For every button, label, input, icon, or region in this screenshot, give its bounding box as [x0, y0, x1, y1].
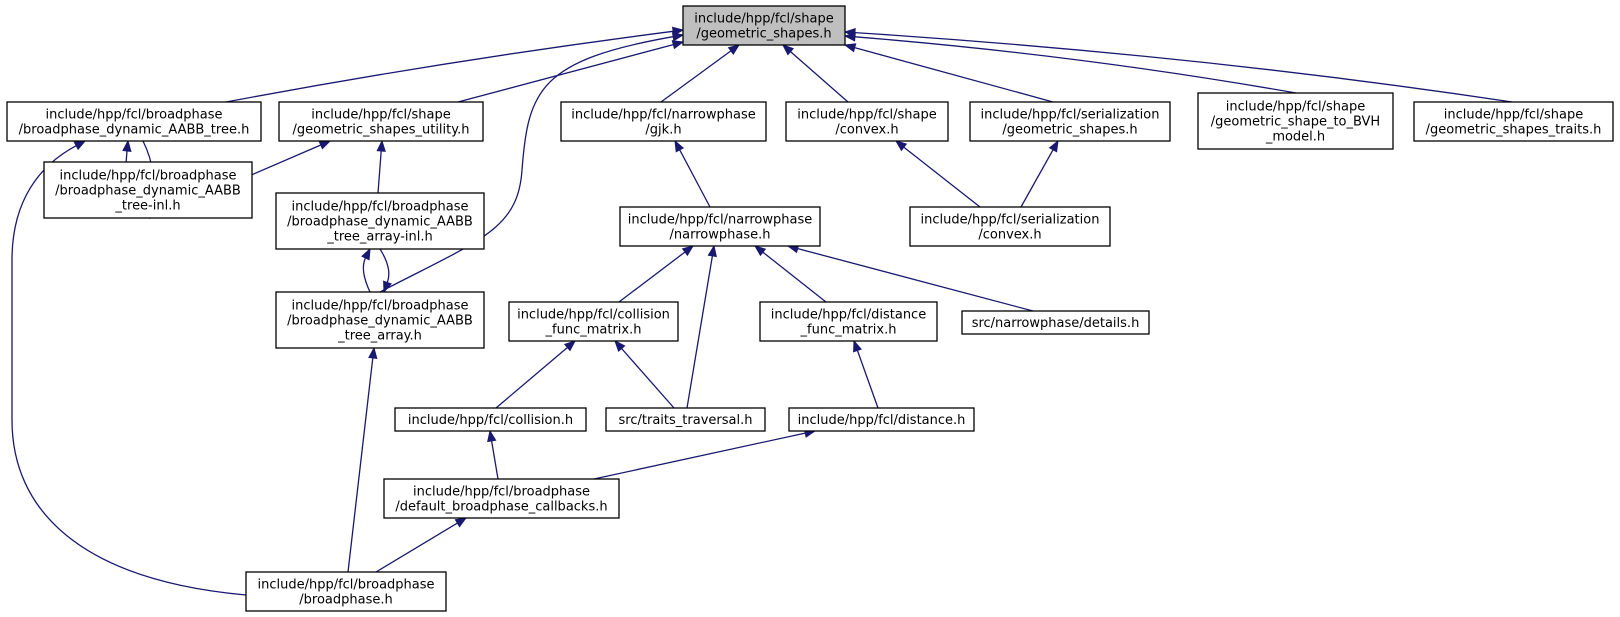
edge-bp_dyn_aabb_tree_array_inl-to-bp_dyn_aabb_tree_array	[379, 248, 392, 294]
node-label-line: _tree_array.h	[337, 329, 422, 344]
edge-default_bp_callbacks-to-distance	[593, 428, 817, 480]
edge-ser_convex-to-ser_geometric_shapes	[1020, 139, 1059, 208]
edges-layer	[11, 26, 1513, 596]
node-default_bp_callbacks[interactable]: include/hpp/fcl/broadphase/default_broad…	[383, 478, 620, 519]
node-distance[interactable]: include/hpp/fcl/distance.h	[788, 407, 975, 432]
node-bp_dyn_aabb_tree[interactable]: include/hpp/fcl/broadphase/broadphase_dy…	[6, 101, 262, 142]
node-label-line: _tree-inl.h	[114, 199, 180, 214]
node-label-line: /gjk.h	[645, 123, 681, 138]
node-label-line: /broadphase.h	[299, 593, 392, 608]
edge-traits_traversal-to-narrowphase	[686, 244, 717, 409]
edge-shapes_traits-to-geometric_shapes	[843, 27, 1513, 103]
node-label-line: include/hpp/fcl/distance.h	[798, 413, 966, 428]
node-label-line: /geometric_shape_to_BVH	[1211, 115, 1380, 130]
node-label-line: include/hpp/fcl/shape	[1444, 108, 1584, 123]
node-ser_geometric_shapes[interactable]: include/hpp/fcl/serialization/geometric_…	[969, 101, 1171, 142]
node-label-line: /default_broadphase_callbacks.h	[395, 500, 607, 515]
edge-ser_geometric_shapes-to-geometric_shapes	[843, 43, 1054, 103]
node-label-line: /broadphase_dynamic_AABB_tree.h	[19, 123, 250, 138]
edge-distance-to-distance_func_matrix	[853, 339, 879, 409]
node-label-line: include/hpp/fcl/shape	[797, 108, 937, 123]
node-ser_convex[interactable]: include/hpp/fcl/serialization/convex.h	[909, 206, 1111, 247]
node-label-line: include/hpp/fcl/shape	[311, 108, 451, 123]
edge-collision-to-collision_func_matrix	[495, 340, 577, 409]
node-label-line: include/hpp/fcl/shape	[694, 12, 834, 27]
node-label-line: include/hpp/fcl/broadphase	[291, 299, 468, 314]
edge-collision_func_matrix-to-narrowphase	[618, 245, 695, 303]
node-label-line: include/hpp/fcl/narrowphase	[571, 108, 756, 123]
node-shape_to_bvh[interactable]: include/hpp/fcl/shape/geometric_shape_to…	[1197, 92, 1394, 150]
node-gjk[interactable]: include/hpp/fcl/narrowphase/gjk.h	[560, 101, 767, 142]
node-bp_dyn_aabb_tree_inl[interactable]: include/hpp/fcl/broadphase/broadphase_dy…	[43, 161, 253, 219]
node-label-line: include/hpp/fcl/distance	[771, 308, 926, 323]
node-label-line: include/hpp/fcl/broadphase	[413, 485, 590, 500]
node-collision_func_matrix[interactable]: include/hpp/fcl/collision_func_matrix.h	[508, 301, 679, 342]
edge-broadphase-to-default_bp_callbacks	[375, 517, 468, 573]
node-label-line: /geometric_shapes.h	[1002, 123, 1137, 138]
edge-ser_convex-to-convex	[894, 140, 981, 208]
node-label-line: include/hpp/fcl/broadphase	[45, 108, 222, 123]
node-label-line: /narrowphase.h	[670, 228, 771, 243]
node-geometric_shapes_utility[interactable]: include/hpp/fcl/shape/geometric_shapes_u…	[278, 101, 484, 142]
edge-default_bp_callbacks-to-collision	[487, 429, 499, 480]
node-convex[interactable]: include/hpp/fcl/shape/convex.h	[785, 101, 949, 142]
edge-traits_traversal-to-collision_func_matrix	[614, 339, 675, 409]
edge-bp_dyn_aabb_tree_array_inl-to-geometric_shapes_utility	[376, 139, 386, 194]
node-label-line: /geometric_shapes_traits.h	[1426, 123, 1602, 138]
node-broadphase[interactable]: include/hpp/fcl/broadphase/broadphase.h	[245, 571, 447, 612]
node-label-line: /broadphase_dynamic_AABB	[287, 314, 473, 329]
edge-broadphase-to-bp_dyn_aabb_tree_array	[347, 346, 378, 573]
node-label-line: src/narrowphase/details.h	[972, 316, 1140, 331]
node-details[interactable]: src/narrowphase/details.h	[961, 310, 1150, 335]
node-geometric_shapes[interactable]: include/hpp/fcl/shape/geometric_shapes.h	[682, 5, 846, 46]
node-label-line: /broadphase_dynamic_AABB	[287, 215, 473, 230]
node-label-line: _tree_array-inl.h	[326, 230, 433, 245]
nodes-layer: include/hpp/fcl/shape/geometric_shapes.h…	[6, 5, 1614, 612]
node-label-line: include/hpp/fcl/collision.h	[408, 413, 573, 428]
edge-bp_dyn_aabb_tree_array-to-bp_dyn_aabb_tree_array_inl	[361, 247, 371, 293]
node-label-line: src/traits_traversal.h	[619, 413, 753, 428]
node-narrowphase[interactable]: include/hpp/fcl/narrowphase/narrowphase.…	[619, 206, 821, 247]
node-label-line: include/hpp/fcl/shape	[1226, 100, 1366, 115]
edge-bp_dyn_aabb_tree_array-to-geometric_shapes	[379, 32, 685, 293]
node-label-line: _func_matrix.h	[545, 323, 642, 338]
node-label-line: /geometric_shapes_utility.h	[293, 123, 470, 138]
node-label-line: _model.h	[1265, 130, 1325, 145]
node-label-line: include/hpp/fcl/narrowphase	[628, 213, 813, 228]
edge-bp_dyn_aabb_tree-to-geometric_shapes	[225, 26, 685, 103]
node-label-line: _func_matrix.h	[800, 323, 897, 338]
edge-geometric_shapes_utility-to-geometric_shapes	[457, 40, 685, 103]
node-bp_dyn_aabb_tree_array[interactable]: include/hpp/fcl/broadphase/broadphase_dy…	[275, 291, 485, 349]
node-distance_func_matrix[interactable]: include/hpp/fcl/distance_func_matrix.h	[759, 301, 938, 342]
node-collision[interactable]: include/hpp/fcl/collision.h	[394, 407, 587, 432]
node-label-line: include/hpp/fcl/broadphase	[59, 169, 236, 184]
node-label-line: include/hpp/fcl/serialization	[981, 108, 1160, 123]
node-label-line: /convex.h	[835, 123, 898, 138]
node-label-line: /broadphase_dynamic_AABB	[55, 184, 241, 199]
node-label-line: include/hpp/fcl/collision	[517, 308, 670, 323]
node-bp_dyn_aabb_tree_array_inl[interactable]: include/hpp/fcl/broadphase/broadphase_dy…	[275, 192, 485, 250]
node-label-line: /convex.h	[978, 228, 1041, 243]
edge-narrowphase-to-gjk	[674, 139, 711, 208]
node-label-line: include/hpp/fcl/broadphase	[257, 578, 434, 593]
node-label-line: include/hpp/fcl/serialization	[921, 213, 1100, 228]
node-label-line: /geometric_shapes.h	[696, 27, 831, 42]
node-traits_traversal[interactable]: src/traits_traversal.h	[605, 407, 766, 432]
edge-gjk-to-geometric_shapes	[660, 44, 741, 103]
node-label-line: include/hpp/fcl/broadphase	[291, 200, 468, 215]
edge-convex-to-geometric_shapes	[781, 44, 849, 103]
node-shapes_traits[interactable]: include/hpp/fcl/shape/geometric_shapes_t…	[1413, 101, 1614, 142]
edge-distance_func_matrix-to-narrowphase	[753, 245, 827, 303]
